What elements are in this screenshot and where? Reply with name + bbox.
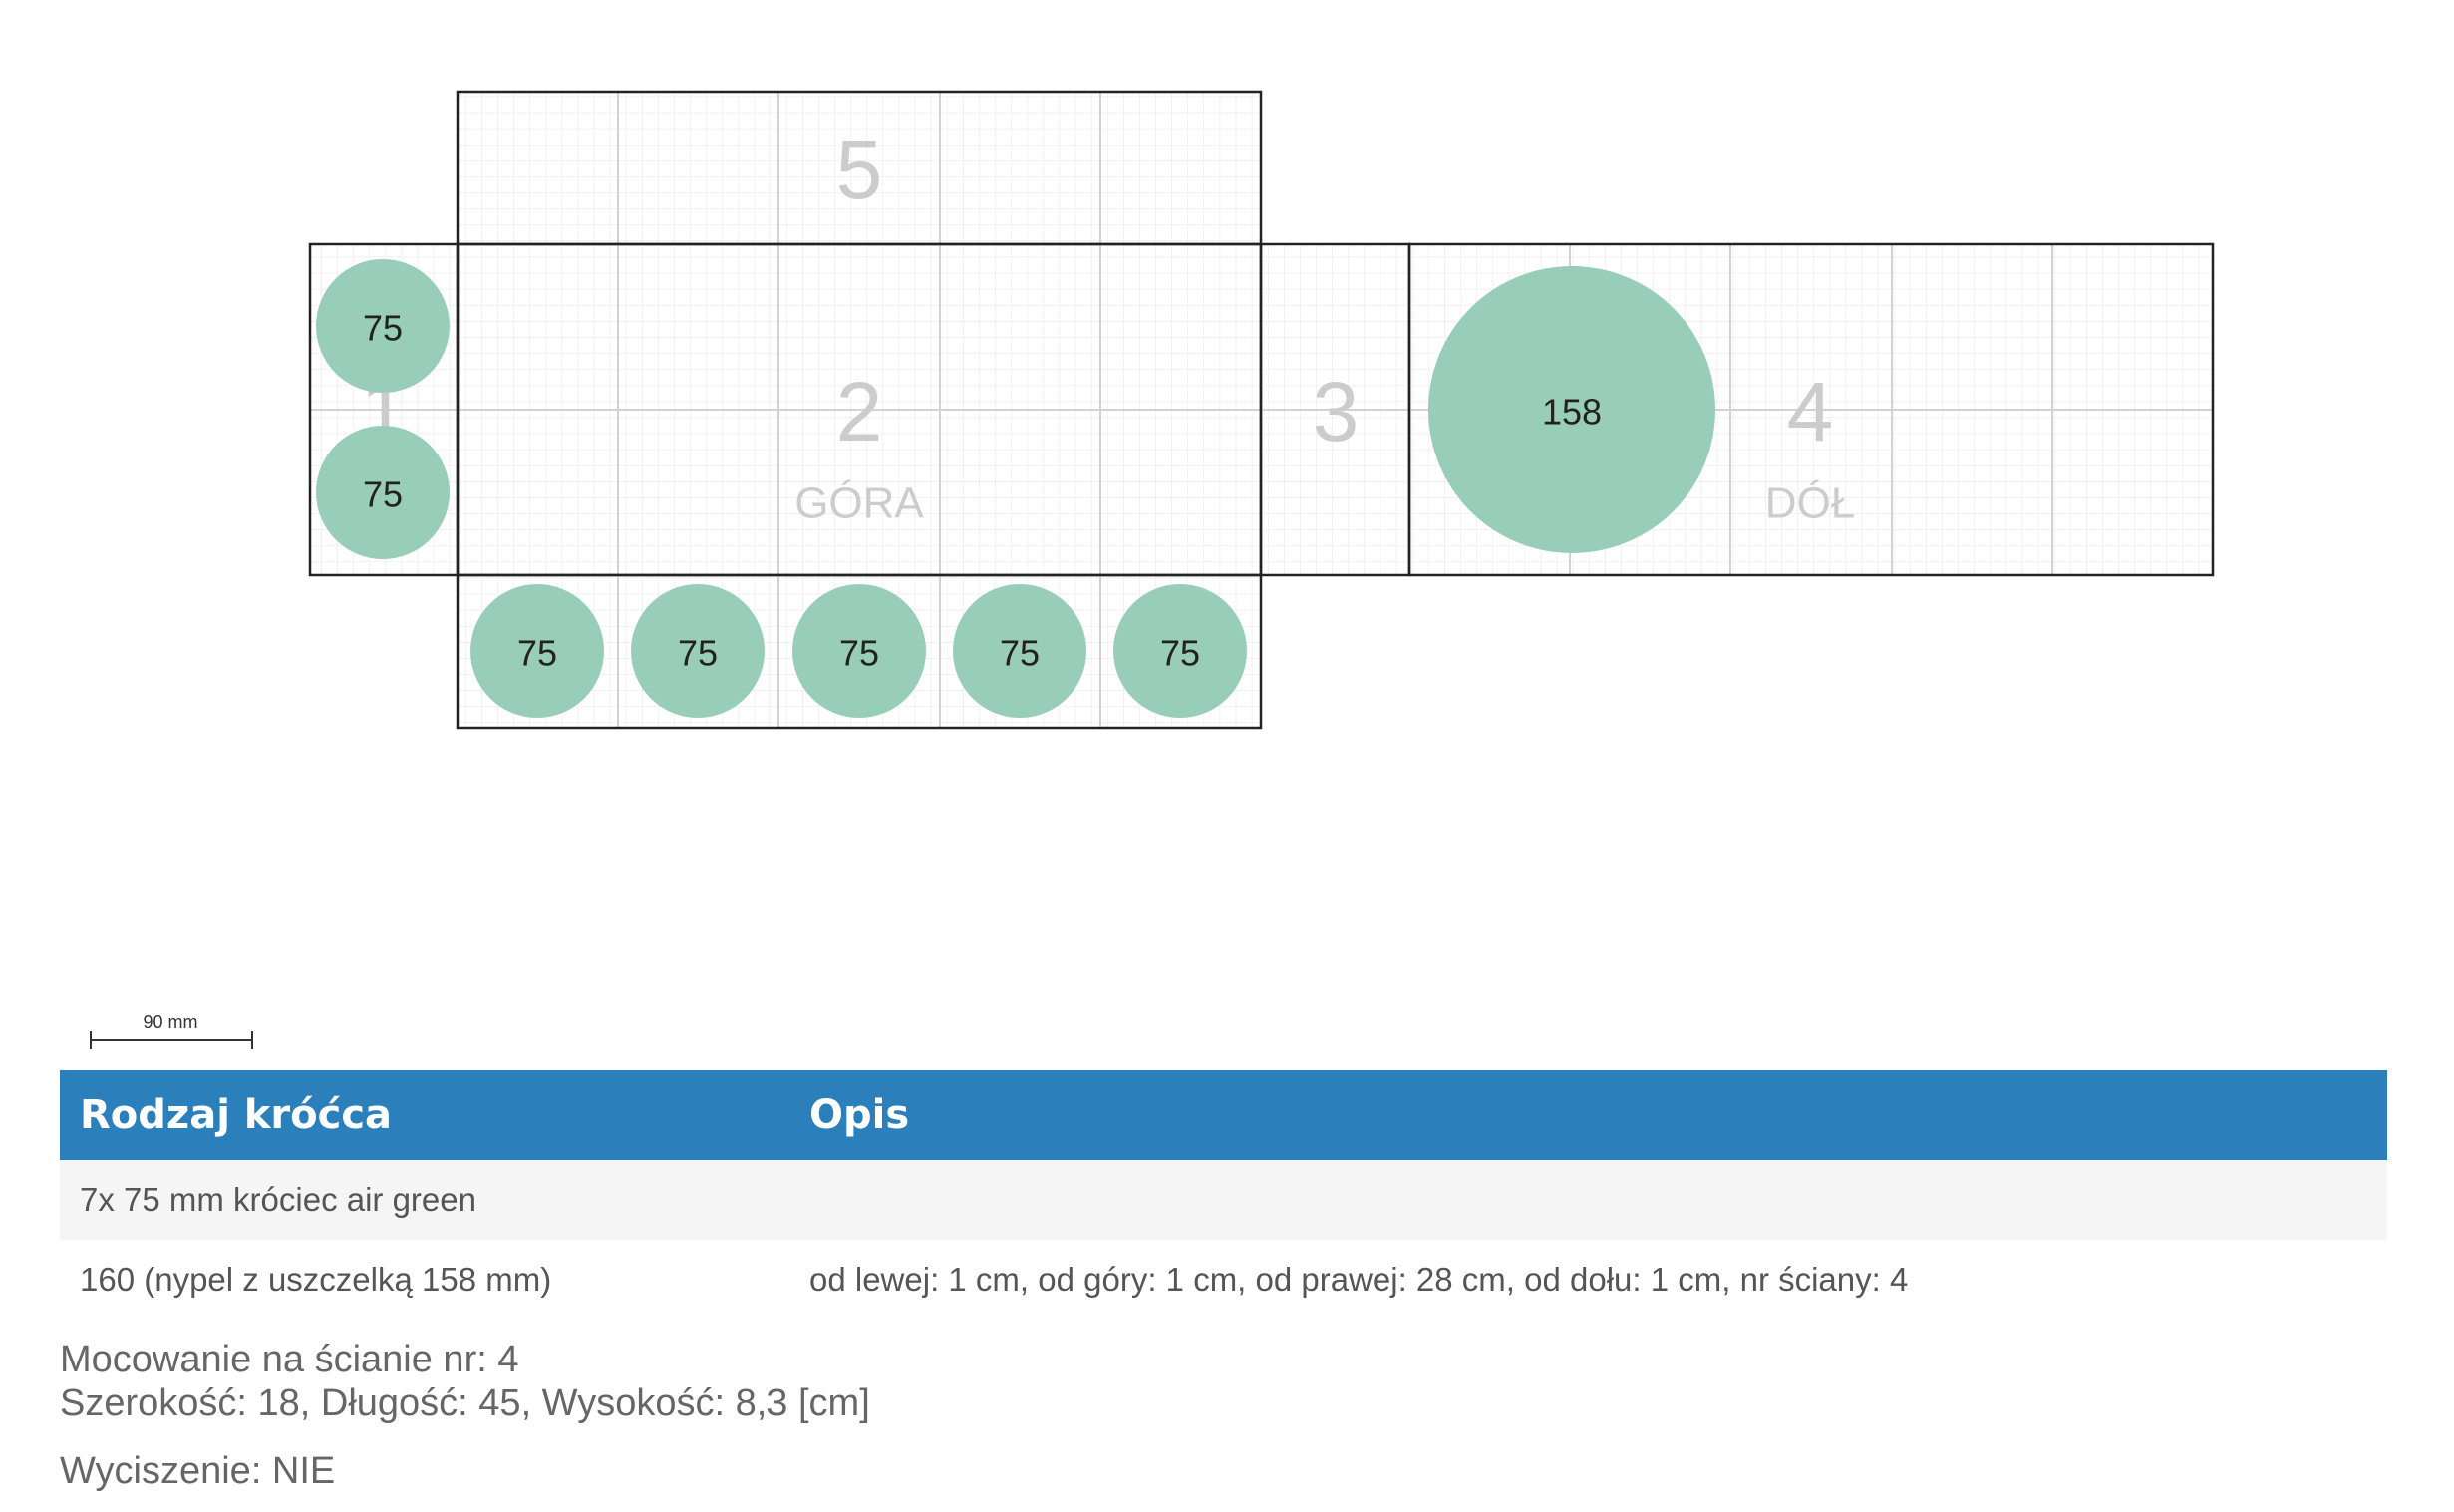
box-net-diagram: 5 1 2 GÓRA 3 4 DÓŁ xyxy=(90,90,2215,1049)
hole-75: 75 xyxy=(631,584,765,718)
face-2-label: 2 xyxy=(836,365,883,458)
hole-75: 75 xyxy=(316,426,450,559)
dimensions-info: Szerokość: 18, Długość: 45, Wysokość: 8,… xyxy=(60,1382,870,1424)
hole-label: 75 xyxy=(1160,633,1200,674)
mounting-info: Mocowanie na ścianie nr: 4 xyxy=(60,1339,519,1380)
hole-circle xyxy=(792,584,926,718)
silencing-info: Wyciszenie: NIE xyxy=(60,1450,336,1492)
scale-label: 90 mm xyxy=(143,1012,197,1032)
hole-circle xyxy=(953,584,1086,718)
face-5: 5 xyxy=(456,90,1263,246)
hole-75: 75 xyxy=(316,259,450,393)
hole-circle xyxy=(470,584,604,718)
hole-label: 75 xyxy=(517,633,557,674)
face-3-label: 3 xyxy=(1313,365,1360,458)
hole-label: 75 xyxy=(363,474,403,515)
hole-circle xyxy=(316,426,450,559)
face-2-sublabel: GÓRA xyxy=(794,479,924,528)
table-row: 160 (nypel z uszczelką 158 mm) od lewej:… xyxy=(60,1240,2387,1320)
hole-label: 75 xyxy=(363,308,403,349)
cell-description: od lewej: 1 cm, od góry: 1 cm, od prawej… xyxy=(789,1240,2387,1320)
hole-75: 75 xyxy=(953,584,1086,718)
hole-75: 75 xyxy=(1113,584,1247,718)
face-4-label: 4 xyxy=(1787,365,1834,458)
column-header-description: Opis xyxy=(789,1070,2387,1160)
hole-circle xyxy=(1113,584,1247,718)
face-2: 2 GÓRA xyxy=(456,242,1263,577)
face-3: 3 xyxy=(1259,242,1411,577)
face-4-sublabel: DÓŁ xyxy=(1765,479,1855,528)
hole-circle xyxy=(316,259,450,393)
face-5-label: 5 xyxy=(836,123,883,216)
hole-75: 75 xyxy=(792,584,926,718)
hole-158: 158 xyxy=(1428,266,1715,553)
hole-label: 158 xyxy=(1542,392,1602,433)
hole-label: 75 xyxy=(1000,633,1040,674)
column-header-type: Rodzaj króćca xyxy=(60,1070,789,1160)
hole-circle xyxy=(1428,266,1715,553)
hole-label: 75 xyxy=(678,633,718,674)
cell-type: 160 (nypel z uszczelką 158 mm) xyxy=(60,1240,789,1320)
table-header-row: Rodzaj króćca Opis xyxy=(60,1070,2387,1160)
hole-75: 75 xyxy=(470,584,604,718)
hole-label: 75 xyxy=(839,633,879,674)
connector-table: Rodzaj króćca Opis 7x 75 mm króciec air … xyxy=(60,1070,2387,1320)
scale-bar: 90 mm xyxy=(90,1012,253,1049)
cell-description xyxy=(789,1160,2387,1240)
hole-circle xyxy=(631,584,765,718)
cell-type: 7x 75 mm króciec air green xyxy=(60,1160,789,1240)
table-row: 7x 75 mm króciec air green xyxy=(60,1160,2387,1240)
